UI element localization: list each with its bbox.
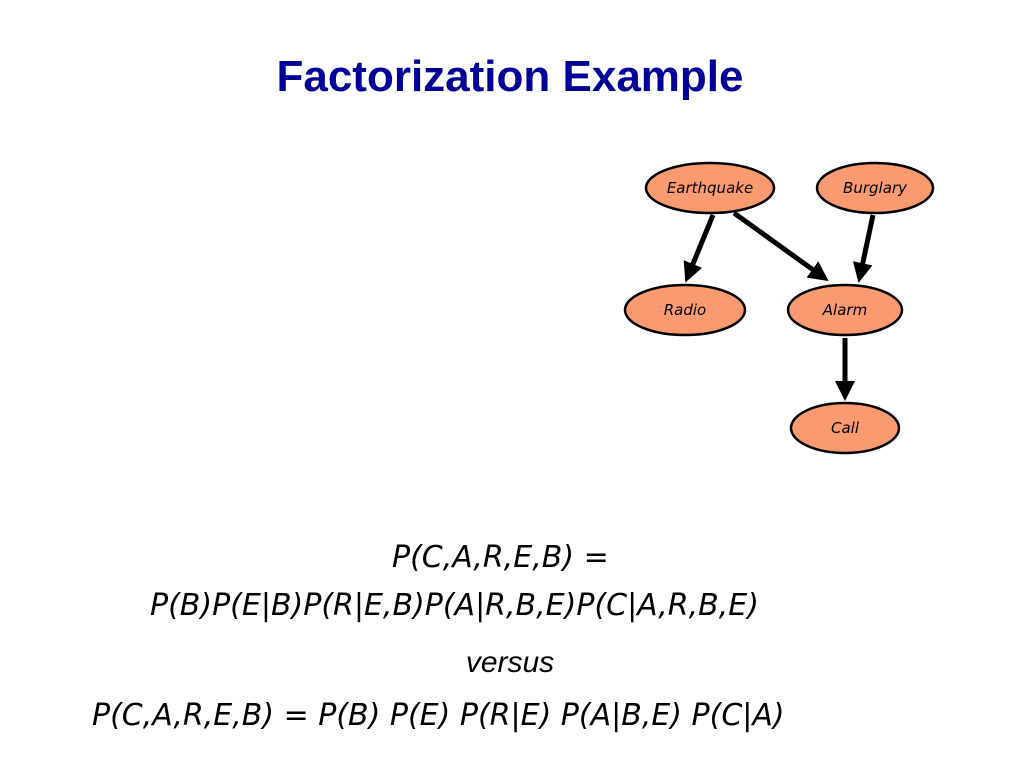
joint-probability-lhs: P(C,A,R,E,B) =: [392, 540, 609, 575]
edge-earthquake-radio: [683, 214, 716, 283]
node-earthquake-label: Earthquake: [667, 179, 753, 197]
node-radio: Radio: [623, 283, 747, 337]
edge-burglary-alarm: [852, 214, 876, 283]
node-alarm: Alarm: [786, 283, 904, 337]
versus-label: versus: [465, 646, 555, 679]
node-burglary: Burglary: [815, 161, 935, 215]
edge-earthquake-alarm: [732, 210, 829, 282]
node-burglary-label: Burglary: [843, 179, 908, 197]
slide-title: Factorization Example: [276, 52, 744, 101]
node-radio-label: Radio: [664, 301, 706, 319]
node-call-label: Call: [831, 419, 860, 437]
factored-formula: P(C,A,R,E,B) = P(B) P(E) P(R|E) P(A|B,E)…: [92, 698, 785, 733]
node-alarm-label: Alarm: [822, 301, 867, 319]
node-call: Call: [789, 401, 901, 455]
bayes-network-diagram: Earthquake Burglary Radio Alarm Call: [623, 161, 935, 455]
node-earthquake: Earthquake: [644, 161, 776, 215]
chain-rule-expansion: P(B)P(E|B)P(R|E,B)P(A|R,B,E)P(C|A,R,B,E): [150, 588, 759, 623]
